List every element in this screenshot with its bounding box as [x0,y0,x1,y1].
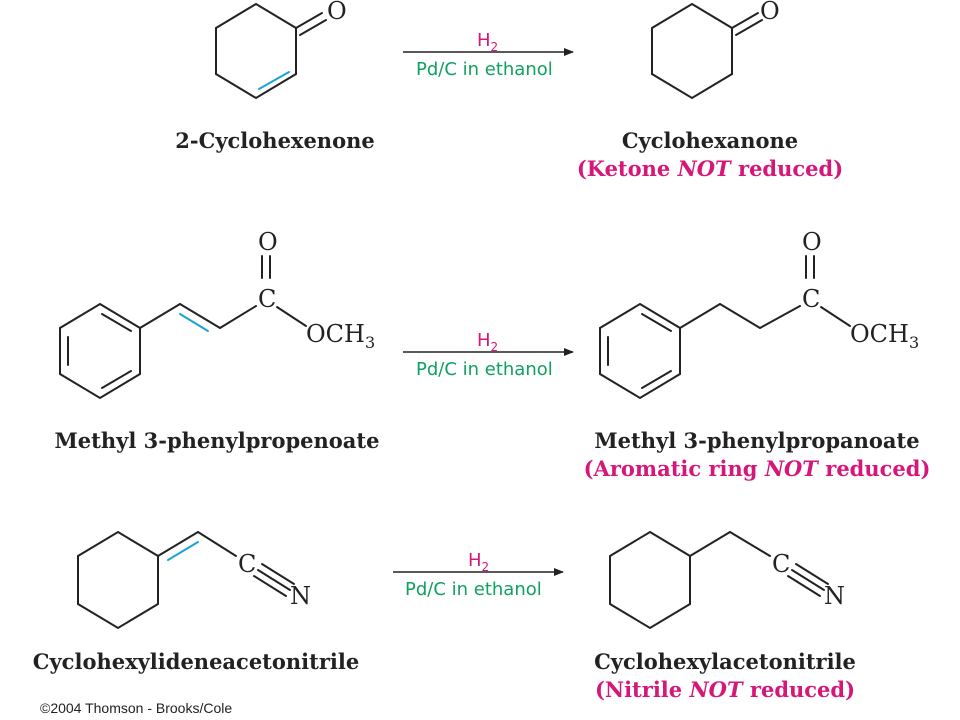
oxygen-atom: O [327,0,347,25]
carbon-atom: C [772,550,790,578]
reactant-name-3: Cyclohexylideneacetonitrile [32,649,360,674]
reactant-name-2: Methyl 3-phenylpropenoate [54,428,380,453]
reaction-arrow-1: H2 Pd/C in ethanol [403,30,574,80]
product-note-1: (Ketone NOT reduced) [576,156,844,181]
product-note-3: (Nitrile NOT reduced) [594,677,856,702]
cyclohexenone-structure: O [215,0,347,100]
methyl-phenylpropenoate-structure: O C OCH3 [59,228,375,400]
conditions-text: Pd/C in ethanol [416,59,553,80]
highlighted-double-bond [167,541,199,561]
cyclohexanone-structure: O [651,0,780,100]
reagent-h2: H2 [477,30,498,54]
conditions-text: Pd/C in ethanol [405,579,542,600]
carbon-atom: C [258,285,276,313]
oxygen-atom: O [802,228,822,256]
carbon-atom: C [238,550,256,578]
product-name-3: Cyclohexylacetonitrile [594,649,856,674]
product-name-1: Cyclohexanone [621,128,799,153]
cyclohexylideneacetonitrile-structure: C N [77,530,311,630]
nitrogen-atom: N [290,582,311,610]
highlighted-double-bond [258,71,290,90]
reagent-h2: H2 [477,330,498,354]
conditions-text: Pd/C in ethanol [416,359,553,380]
methyl-phenylpropanoate-structure: O C OCH3 [599,228,919,400]
reagent-h2: H2 [468,550,489,574]
product-note-2: (Aromatic ring NOT reduced) [583,456,931,481]
cyclohexylacetonitrile-structure: C N [609,530,845,630]
oxygen-atom: O [258,228,278,256]
methoxy-group: OCH3 [850,320,919,352]
reaction-arrow-3: H2 Pd/C in ethanol [393,550,564,600]
reactant-name-1: 2-Cyclohexenone [175,128,375,153]
product-name-2: Methyl 3-phenylpropanoate [594,428,920,453]
nitrogen-atom: N [824,582,845,610]
copyright-text: ©2004 Thomson - Brooks/Cole [40,700,233,716]
oxygen-atom: O [760,0,780,25]
methoxy-group: OCH3 [306,320,375,352]
reaction-arrow-2: H2 Pd/C in ethanol [403,330,574,380]
carbon-atom: C [802,285,820,313]
highlighted-double-bond [179,313,209,332]
